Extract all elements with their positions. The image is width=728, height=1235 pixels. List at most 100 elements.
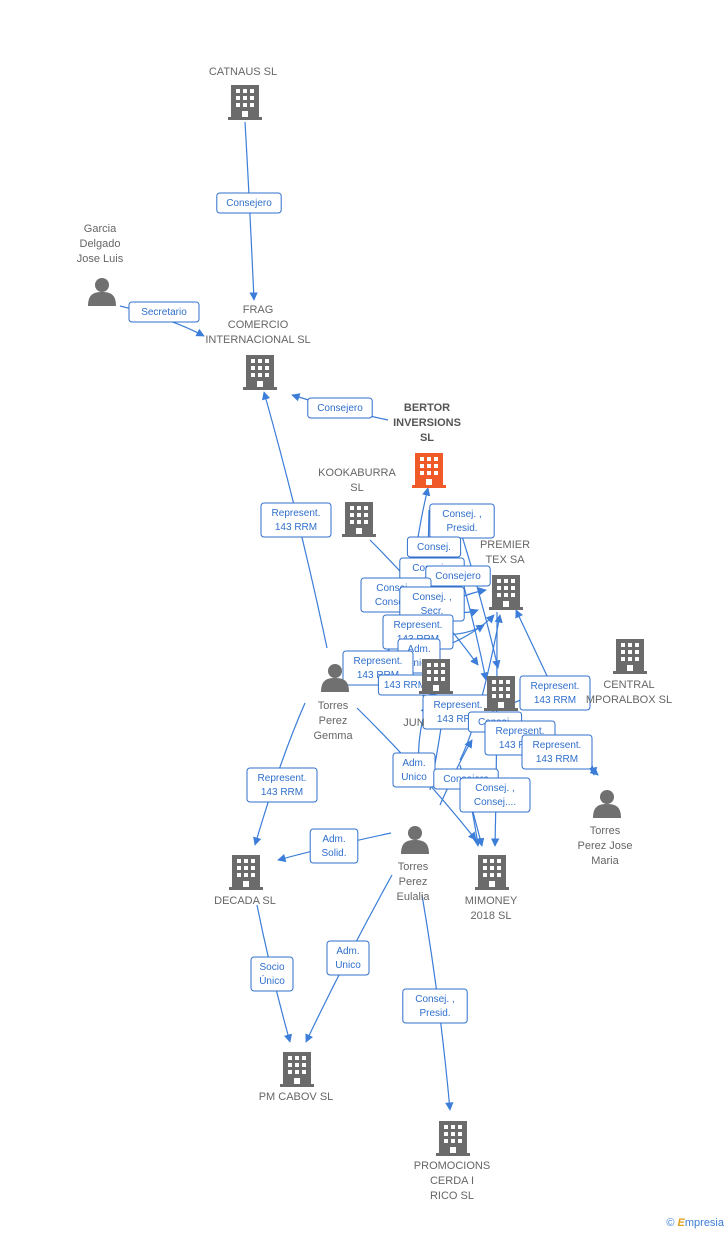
- node-label: Jose Luis: [77, 253, 124, 265]
- edge-label[interactable]: Consejero: [216, 192, 282, 214]
- node-label: Garcia: [84, 223, 117, 235]
- building-icon: [229, 855, 263, 890]
- edge-label[interactable]: Consejero: [307, 397, 373, 419]
- building-icon: [228, 85, 262, 120]
- edge-label-text: Unico: [406, 658, 432, 669]
- brand-name: mpresia: [684, 1217, 724, 1229]
- edge-label[interactable]: Represent.143 RRM: [260, 502, 332, 538]
- edge-label-text: Consej. ,: [376, 583, 415, 594]
- person-icon: [88, 278, 116, 306]
- node-label: Eulalia: [396, 891, 430, 903]
- node-label: FRAG: [243, 304, 274, 316]
- edge-label-text: Adm.: [407, 644, 430, 655]
- edge-label-text: Consej. ,: [475, 783, 514, 794]
- edge-label-text: 143 RRM: [261, 787, 303, 798]
- edge-label-text: Represent.: [354, 656, 403, 667]
- edge-label[interactable]: Consej. , Presid.: [402, 988, 468, 1024]
- edge-label-text: 143 RRM: [384, 680, 426, 691]
- node-label: PM CABOV SL: [259, 1091, 334, 1103]
- edge-label[interactable]: Consejero: [425, 565, 491, 587]
- node-label: Delgado: [80, 238, 121, 250]
- edge-label-box: [246, 767, 318, 803]
- edge-label[interactable]: Consej. ,Presid.: [429, 503, 495, 539]
- edge-label-box: [250, 956, 294, 992]
- edge-label-text: 143 RRM: [534, 695, 576, 706]
- node-label: KOOKABURRA: [318, 467, 396, 479]
- edge-label-text: Consejero: [226, 198, 272, 209]
- edge-label[interactable]: Represent. 143 RRM: [246, 767, 318, 803]
- node-label: Torres: [398, 861, 429, 873]
- edge-label-text: Presid.: [419, 1008, 450, 1019]
- edge-label-text: Represent.: [258, 773, 307, 784]
- node-label: 2018 SL: [471, 910, 512, 922]
- edge-label[interactable]: Consej. ,Secr.: [399, 586, 465, 622]
- edge-label-box: [459, 777, 531, 813]
- edge-label-text: Socio: [259, 962, 284, 973]
- edge-label-box: [216, 192, 282, 214]
- node-label: Torres: [318, 700, 349, 712]
- edge-label[interactable]: Consej.: [406, 536, 462, 558]
- edge-label-text: Consej. ,: [415, 994, 454, 1005]
- node-pmcabov[interactable]: PM CABOV SL: [259, 1052, 334, 1103]
- edge-label-box: [521, 734, 593, 770]
- edge-label[interactable]: Secretario: [128, 301, 200, 323]
- edge-arrow: [439, 739, 473, 806]
- edge-label-text: Único: [259, 974, 285, 987]
- edge-label-text: Consej. ,: [412, 592, 451, 603]
- edge-label-text: Adm.: [336, 946, 359, 957]
- edge-label-box: [425, 565, 491, 587]
- edge-label-text: 143 RRM: [499, 740, 541, 751]
- building-icon: [489, 575, 523, 610]
- edge-label-text: Unico: [335, 960, 361, 971]
- edge-arrow: [515, 609, 549, 679]
- node-label: INTERNACIONAL SL: [205, 334, 310, 346]
- edge-label-text: Secretario: [141, 307, 187, 318]
- edge-label-text: Consej....: [474, 797, 516, 808]
- node-frag[interactable]: FRAG COMERCIO INTERNACIONAL SL: [205, 304, 311, 390]
- node-label: RICO SL: [430, 1190, 474, 1202]
- edge-label-text: Unico: [401, 772, 427, 783]
- edge-label[interactable]: Represent.143 RRM: [519, 675, 591, 711]
- edge-label-text: Represent.: [272, 508, 321, 519]
- edge-label[interactable]: Adm.Solid.: [309, 828, 359, 864]
- node-bertor[interactable]: BERTOR INVERSIONS SL: [393, 402, 461, 488]
- node-label: COMERCIO: [228, 319, 289, 331]
- edge-label[interactable]: Consej. , Consej....: [459, 777, 531, 813]
- edge-label-box: [429, 503, 495, 539]
- node-decada[interactable]: DECADA SL: [214, 855, 276, 907]
- edge-label[interactable]: Adm. Unico: [326, 940, 370, 976]
- person-icon: [593, 790, 621, 818]
- node-label: CERDA I: [430, 1175, 474, 1187]
- edge-label-text: Consej.: [417, 542, 451, 553]
- node-label: CENTRAL: [603, 679, 654, 691]
- node-label: Perez: [399, 876, 428, 888]
- edge-label-box: [519, 675, 591, 711]
- node-label: JUN: [403, 717, 424, 729]
- node-label: DECADA SL: [214, 895, 276, 907]
- edge-label-text: Represent.: [434, 700, 483, 711]
- node-label: PREMIER: [480, 539, 530, 551]
- node-jun[interactable]: JUN: [403, 659, 453, 729]
- edge-label-text: Solid.: [321, 848, 346, 859]
- edge-label-text: 143 RRM: [536, 754, 578, 765]
- edge-label[interactable]: Adm.Unico: [392, 752, 436, 788]
- node-catnaus[interactable]: CATNAUS SL: [209, 66, 277, 120]
- node-label: SL: [420, 432, 434, 444]
- edge-label-text: Consejero: [317, 403, 363, 414]
- node-label: BERTOR: [404, 402, 450, 414]
- edge-label-box: [260, 502, 332, 538]
- edge-label[interactable]: Represent.143 RRM: [521, 734, 593, 770]
- node-mid[interactable]: [484, 676, 518, 711]
- node-label: INVERSIONS: [393, 417, 461, 429]
- building-icon: [342, 502, 376, 537]
